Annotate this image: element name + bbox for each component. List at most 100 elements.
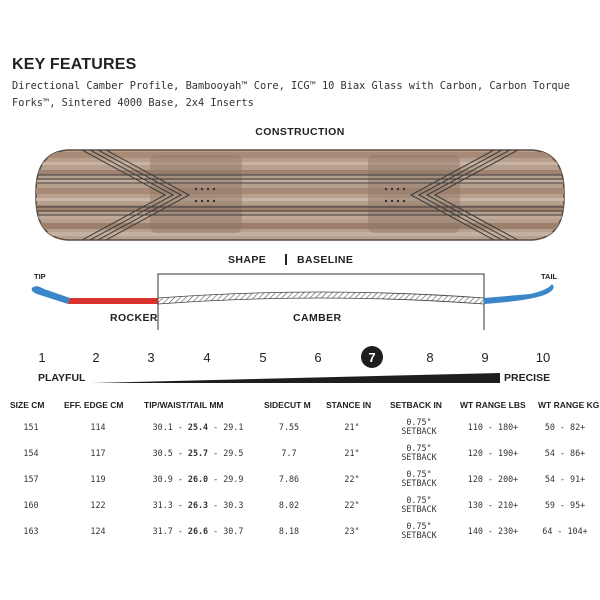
tip-waist-tail-cell-twt-c: - 29.1 [208,421,244,432]
sidecut-cell: 7.55 [258,414,320,440]
header-sidecut: SIDECUT M [264,400,311,410]
header-setback: SETBACK IN [390,400,442,410]
stance-cell-stance: 21" [344,421,360,432]
tail-label: TAIL [541,272,558,281]
stance-cell: 22" [320,466,384,492]
setback-cell-setback-2: SETBACK [401,504,437,514]
stance-cell: 22" [320,492,384,518]
size-cell-size: 160 [23,499,39,510]
flex-scale-1: 1 [38,350,46,365]
wt-lbs-cell-lbs: 110 - 180+ [467,421,519,432]
stance-cell-stance: 23" [344,525,360,536]
tip-waist-tail-cell-twt-b: 26.0 [187,473,209,484]
header-wt-kg: WT RANGE KG [538,400,600,410]
stance-cell: 21" [320,414,384,440]
key-features-line-1: Directional Camber Profile, Bambooyah™ C… [12,80,570,92]
wt-lbs-cell: 120 - 200+ [454,466,532,492]
tip-rocker-blue [31,286,70,304]
setback-cell: 0.75"SETBACK [384,414,454,440]
wood-grain [35,150,565,240]
precise-label: PRECISE [504,372,551,384]
tip-waist-tail-cell: 31.3 - 26.3 - 30.3 [138,492,258,518]
edge-cell: 122 [58,492,138,518]
wt-kg-cell: 54 - 86+ [532,440,598,466]
wt-lbs-cell-lbs: 140 - 230+ [467,525,519,536]
flex-selected-marker [361,346,383,368]
stance-cell: 21" [320,440,384,466]
tip-waist-tail-cell-twt-c: - 30.7 [208,525,244,536]
setback-cell-setback-1: 0.75" [406,469,432,479]
rocker-red-segment [68,298,158,304]
wt-kg-cell: 59 - 95+ [532,492,598,518]
size-cell-size: 151 [23,421,39,432]
flex-scale-4: 4 [203,350,211,365]
setback-cell: 0.75"SETBACK [384,492,454,518]
setback-cell-setback-1: 0.75" [406,417,432,427]
size-cell: 157 [4,466,58,492]
construction-title: CONSTRUCTION [255,126,345,138]
wt-lbs-cell: 130 - 210+ [454,492,532,518]
tip-label: TIP [34,272,46,281]
header-stance: STANCE IN [326,400,372,410]
stance-cell-stance: 22" [344,473,360,484]
setback-cell-setback-1: 0.75" [406,495,432,505]
edge-cell-edge: 117 [90,447,106,458]
flex-scale-7: 7 [368,350,376,365]
setback-cell-setback-2: SETBACK [401,452,437,462]
key-features-description: Directional Camber Profile, Bambooyah™ C… [12,78,592,112]
wt-kg-cell: 54 - 91+ [532,466,598,492]
wt-lbs-cell: 120 - 190+ [454,440,532,466]
wt-lbs-cell-lbs: 120 - 200+ [467,473,519,484]
sidecut-cell: 8.02 [258,492,320,518]
wt-kg-cell: 50 - 82+ [532,414,598,440]
header-size: SIZE CM [10,400,45,410]
size-cell: 163 [4,518,58,544]
size-cell: 151 [4,414,58,440]
flex-scale-8: 8 [426,350,434,365]
size-cell: 154 [4,440,58,466]
tip-waist-tail-cell-twt-a: 30.1 - [152,421,188,432]
edge-cell: 124 [58,518,138,544]
tip-waist-tail-cell-twt-b: 25.4 [187,421,209,432]
tip-waist-tail-cell-twt-a: 30.9 - [152,473,188,484]
flex-scale-3: 3 [147,350,155,365]
table-row: 157 119 30.9 - 26.0 - 29.9 7.86 22" 0.75"SETB… [4,466,598,492]
table-row: 154 117 30.5 - 25.7 - 29.5 7.7 21"0.75"SETBA… [4,440,598,466]
sidecut-cell: 7.7 [258,440,320,466]
tip-waist-tail-cell-twt-b: 26.3 [187,499,209,510]
wt-kg-cell-kg: 64 - 104+ [542,525,588,536]
camber-label: CAMBER [293,312,342,324]
setback-cell-setback-2: SETBACK [401,478,437,488]
wt-kg-cell-kg: 50 - 82+ [544,421,586,432]
tip-waist-tail-cell-twt-c: - 29.9 [208,473,244,484]
key-features-title: KEY FEATURES [12,56,137,73]
baseline-profile-diagram [31,273,554,330]
size-cell-size: 157 [23,473,39,484]
wt-kg-cell: 64 - 104+ [532,518,598,544]
shape-label: SHAPE [228,254,267,266]
tip-waist-tail-cell: 30.5 - 25.7 - 29.5 [138,440,258,466]
tip-waist-tail-cell: 31.7 - 26.6 - 30.7 [138,518,258,544]
edge-cell: 119 [58,466,138,492]
size-cell: 160 [4,492,58,518]
sidecut-cell: 8.18 [258,518,320,544]
sidecut-cell-sidecut: 7.86 [278,473,300,484]
wt-lbs-cell-lbs: 130 - 210+ [467,499,519,510]
specs-header-row: SIZE CM EFF. EDGE CM TIP/WAIST/TAIL MM S… [4,396,600,414]
setback-cell: 0.75"SETBACK [384,440,454,466]
size-cell-size: 163 [23,525,39,536]
flex-scale-6: 6 [314,350,322,365]
sidecut-cell: 7.86 [258,466,320,492]
tip-waist-tail-cell-twt-c: - 30.3 [208,499,244,510]
setback-cell: 0.75"SETBACK [384,466,454,492]
table-row: 151 114 30.1 - 25.4 - 29.1 7.55 21" 0.75"SETB… [4,414,598,440]
baseline-label: BASELINE [297,254,354,266]
tip-waist-tail-cell-twt-c: - 29.5 [208,447,244,458]
tip-waist-tail-cell: 30.9 - 26.0 - 29.9 [138,466,258,492]
edge-cell: 114 [58,414,138,440]
sidecut-cell-sidecut: 7.7 [281,447,297,458]
edge-cell-edge: 119 [90,473,106,484]
wt-lbs-cell: 110 - 180+ [454,414,532,440]
stance-cell: 23" [320,518,384,544]
